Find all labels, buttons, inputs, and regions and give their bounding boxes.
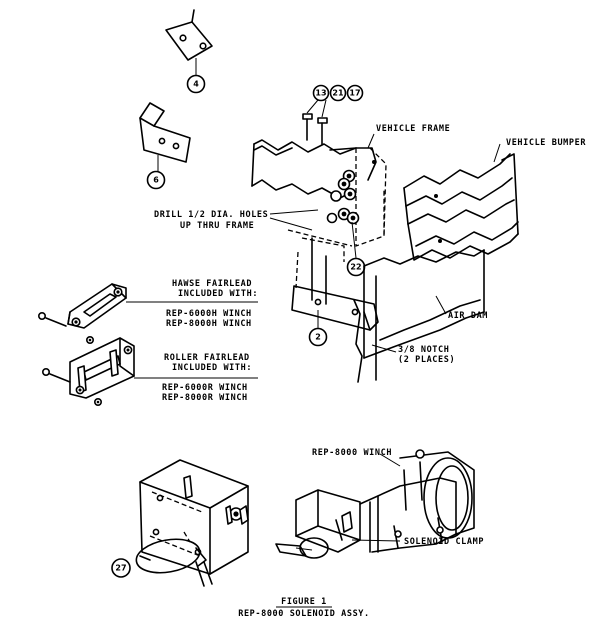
label-notch: 3/8 NOTCH — [398, 345, 449, 355]
label-drill-thru-frame: UP THRU FRAME — [180, 221, 254, 231]
nut-washer-stack — [326, 169, 360, 259]
callout-13: 13 — [312, 84, 330, 102]
leader-solenoid-clamp — [351, 539, 401, 542]
leader-vehicle-frame — [367, 133, 375, 149]
callout-27: 27 — [111, 558, 131, 578]
label-hawse-included: INCLUDED WITH: — [178, 289, 258, 299]
label-roller-included: INCLUDED WITH: — [172, 363, 252, 373]
label-roller-model-8000: REP-8000R WINCH — [162, 393, 248, 403]
label-roller-model-6000: REP-6000R WINCH — [162, 383, 248, 393]
mounting-bolts — [302, 99, 328, 145]
callout-13-number: 13 — [315, 89, 326, 98]
vehicle-frame-rail — [251, 139, 387, 247]
label-hawse-model-6000: REP-6000H WINCH — [166, 309, 252, 319]
solenoid-box — [139, 459, 249, 587]
caption-title: REP-8000 SOLENOID ASSY. — [238, 609, 370, 619]
label-drill-holes: DRILL 1/2 DIA. HOLES — [154, 210, 268, 220]
leader-air-dam — [435, 295, 447, 315]
leader-drill-2 — [269, 217, 313, 231]
callout-2: 2 — [308, 327, 328, 347]
callout-6: 6 — [146, 170, 166, 190]
air-dam — [353, 249, 485, 383]
leader-drill-1 — [269, 209, 319, 215]
callout-4-number: 4 — [193, 80, 199, 89]
label-roller-fairlead: ROLLER FAIRLEAD — [164, 353, 250, 363]
roller-fairlead — [41, 337, 258, 406]
callout-17-number: 17 — [349, 89, 360, 98]
callout-17: 17 — [346, 84, 364, 102]
leader-notch — [371, 344, 397, 353]
winch-assembly — [275, 449, 475, 559]
callout-22: 22 — [346, 257, 366, 277]
label-hawse-model-8000: REP-8000H WINCH — [166, 319, 252, 329]
callout-22-number: 22 — [350, 263, 361, 272]
label-solenoid-clamp: SOLENOID CLAMP — [404, 537, 484, 547]
vehicle-bumper — [403, 153, 519, 261]
callout-21-number: 21 — [332, 89, 344, 98]
label-notch-places: (2 PLACES) — [398, 355, 455, 365]
caption-figure: FIGURE 1 — [281, 597, 327, 607]
callout-2-number: 2 — [315, 333, 321, 342]
label-air-dam: AIR DAM — [448, 311, 488, 321]
label-vehicle-frame: VEHICLE FRAME — [376, 124, 450, 134]
callout-27-number: 27 — [115, 564, 126, 573]
bracket-part-6 — [139, 102, 191, 172]
mounting-plate-part-2 — [291, 237, 379, 331]
leader-winch — [379, 453, 401, 467]
leader-vehicle-bumper — [493, 143, 501, 163]
callout-21: 21 — [329, 84, 347, 102]
label-hawse-fairlead: HAWSE FAIRLEAD — [172, 279, 252, 289]
bracket-part-4 — [165, 9, 213, 75]
hawse-fairlead — [37, 283, 258, 344]
callout-4: 4 — [186, 74, 206, 94]
solenoid-clamp-strap — [135, 531, 207, 574]
callout-6-number: 6 — [153, 176, 159, 185]
label-vehicle-bumper: VEHICLE BUMPER — [506, 138, 586, 148]
label-winch: REP-8000 WINCH — [312, 448, 392, 458]
